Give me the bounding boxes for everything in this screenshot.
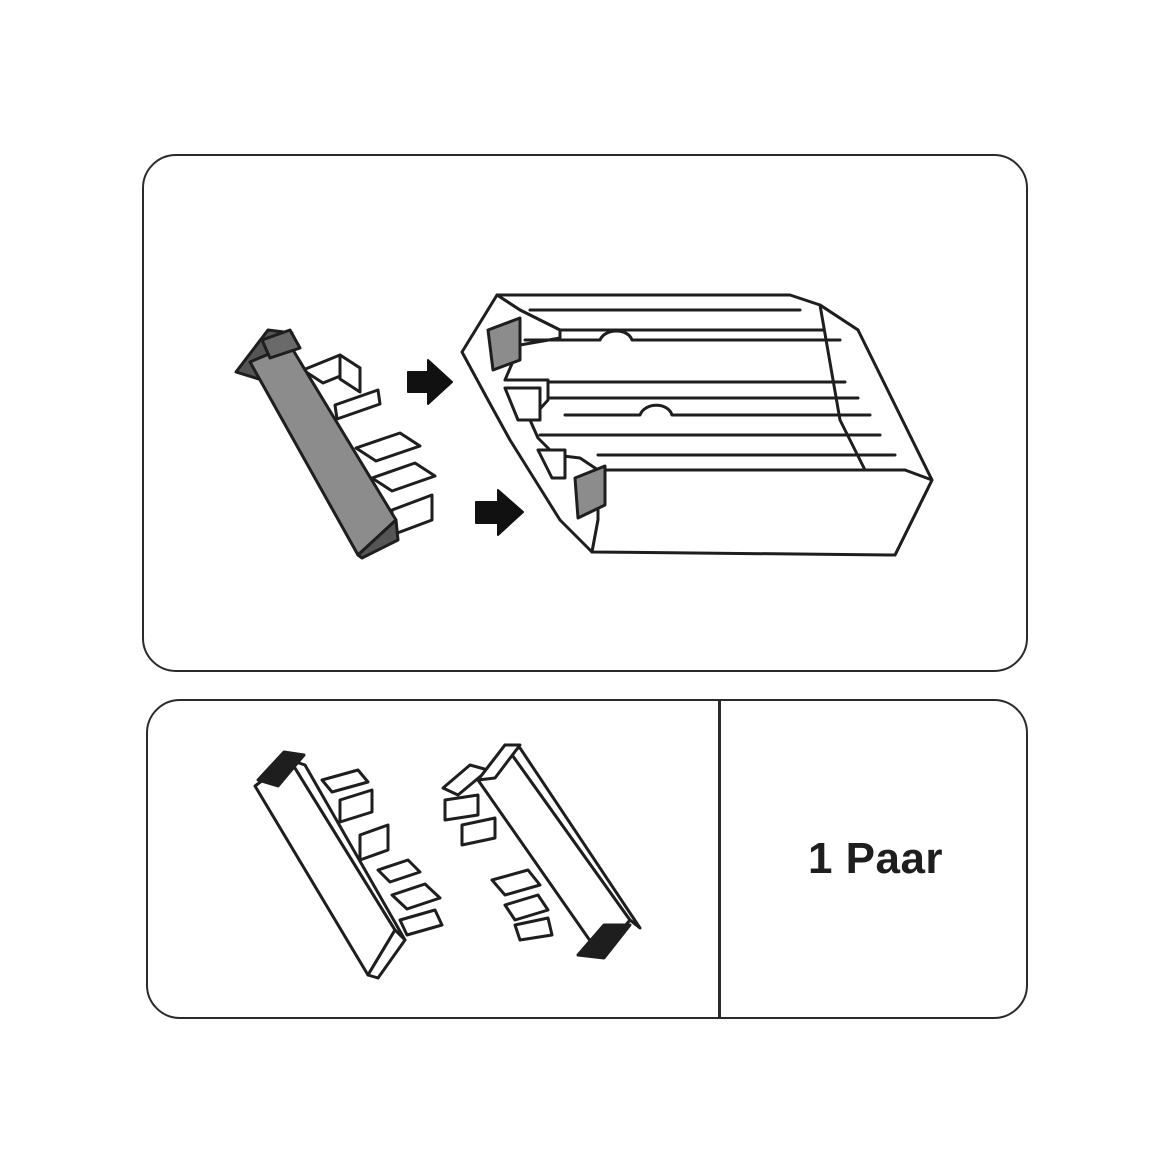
end-cap-grey-icon bbox=[234, 328, 437, 560]
insert-arrow-icon bbox=[407, 359, 453, 405]
quantity-label: 1 Paar bbox=[807, 834, 944, 883]
end-cap-left-icon bbox=[253, 750, 444, 980]
curtain-rail-profile-icon bbox=[460, 293, 934, 557]
insert-arrow-icon bbox=[475, 489, 524, 536]
end-cap-right-icon bbox=[441, 743, 642, 960]
panel-divider bbox=[718, 701, 721, 1017]
